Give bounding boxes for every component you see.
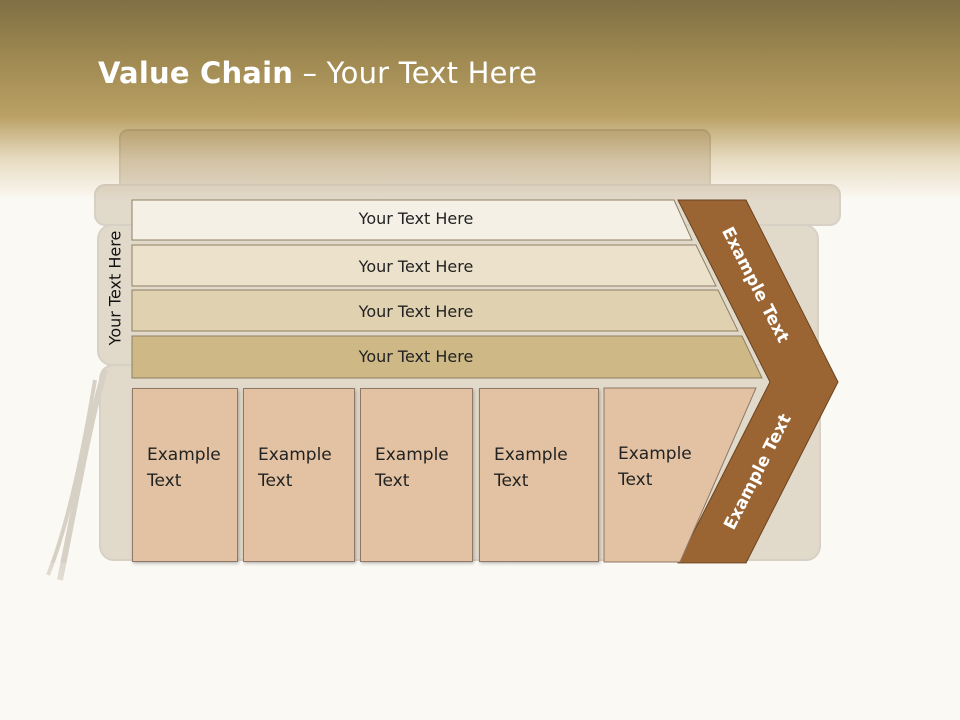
row-bar-2: [131, 244, 717, 287]
header-band: [0, 0, 960, 200]
row-bar-4: [131, 335, 763, 379]
last-column-shape: [603, 387, 757, 563]
title-rest: – Your Text Here: [293, 56, 538, 90]
row-bar-1: [131, 199, 693, 241]
reflection-fade: [0, 563, 960, 720]
row-label-3: Your Text Here: [358, 302, 474, 321]
row-label-4: Your Text Here: [358, 347, 474, 366]
title-bold: Value Chain: [98, 56, 294, 90]
row-label-1: Your Text Here: [358, 209, 474, 228]
page-title: Value Chain – Your Text Here: [98, 56, 537, 90]
row-label-2: Your Text Here: [358, 257, 474, 276]
row-bar-3: [131, 289, 739, 332]
